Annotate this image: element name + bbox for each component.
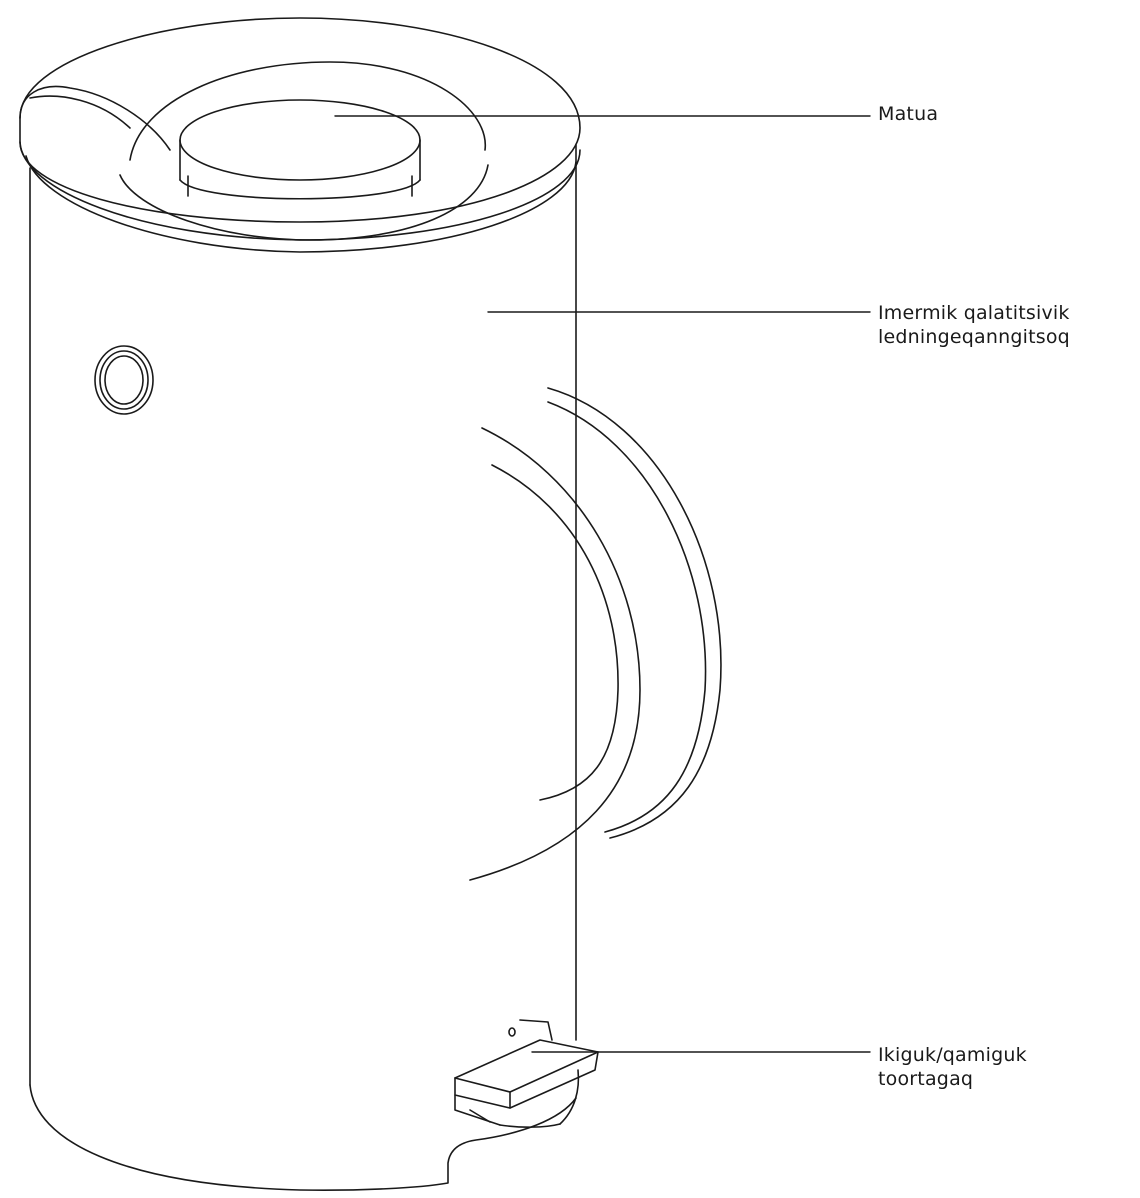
kettle-body: [29, 144, 577, 1191]
label-power-switch-line2: toortagaq: [878, 1068, 974, 1090]
kettle-lid: [19, 17, 581, 253]
label-water-window: Imermik qalatitsivik ledningeqanngitsoq: [878, 301, 1070, 349]
power-switch: [454, 1019, 599, 1128]
indicator-light-icon: [94, 345, 154, 415]
kettle-handle: [469, 387, 722, 881]
label-lid-line1: Matua: [878, 103, 939, 125]
label-water-window-line1: Imermik qalatitsivik: [878, 302, 1070, 324]
label-power-switch-line1: Ikiguk/qamiguk: [878, 1044, 1027, 1066]
label-power-switch: Ikiguk/qamiguk toortagaq: [878, 1043, 1027, 1091]
label-lid: Matua: [878, 102, 938, 126]
label-water-window-line2: ledningeqanngitsoq: [878, 326, 1070, 348]
leader-lines: [334, 115, 871, 1053]
